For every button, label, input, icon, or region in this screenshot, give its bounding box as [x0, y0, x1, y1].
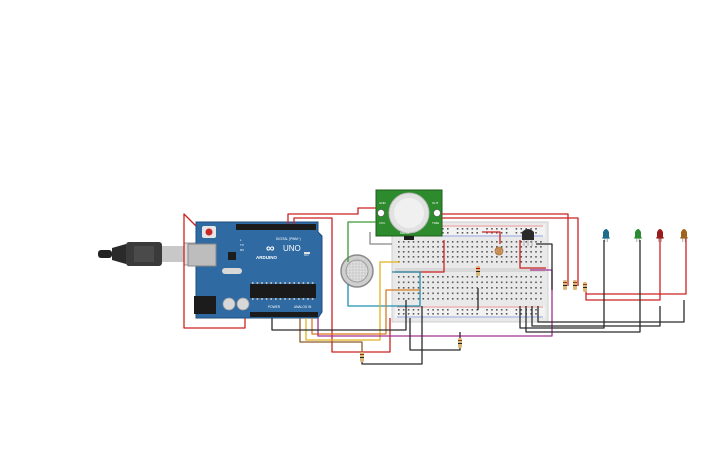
- wire-black[interactable]: [537, 300, 685, 323]
- resistor[interactable]: [563, 280, 567, 290]
- resistor[interactable]: [360, 352, 364, 362]
- wire-red[interactable]: [442, 217, 579, 286]
- rx-label: RX: [240, 248, 244, 252]
- led-red[interactable]: [656, 229, 664, 242]
- wire-gray[interactable]: [369, 232, 392, 245]
- wire-red[interactable]: [293, 217, 391, 353]
- wire-black[interactable]: [531, 306, 661, 327]
- usb-jack: [187, 243, 217, 267]
- arduino-uno-board[interactable]: ∞ UNO ARDUINO DIGITAL (PWM~) POWER ANALO…: [187, 221, 323, 319]
- wire-red[interactable]: [287, 207, 376, 224]
- pir-time-knob-icon[interactable]: [377, 209, 385, 217]
- tx-label: TX: [240, 243, 244, 247]
- crystal: [222, 268, 242, 274]
- wire-black[interactable]: [519, 240, 605, 329]
- power-jack: [194, 296, 216, 314]
- wires: [183, 207, 687, 365]
- resistor[interactable]: [583, 282, 587, 292]
- wire-black[interactable]: [361, 306, 423, 365]
- digital-label: DIGITAL (PWM~): [276, 237, 301, 241]
- capacitor: [222, 297, 236, 311]
- wire-black[interactable]: [536, 243, 553, 290]
- resistor[interactable]: [476, 266, 480, 276]
- digital-header: [236, 224, 316, 230]
- pir-delay-knob-icon[interactable]: [433, 209, 441, 217]
- gas-sensor-mesh-icon: [346, 260, 368, 282]
- atmega-chip: [250, 284, 316, 298]
- wire-red[interactable]: [519, 240, 546, 269]
- pir-sensor[interactable]: GND VCC OUT TIME DELAY: [375, 189, 443, 240]
- gas-sensor[interactable]: [340, 254, 374, 288]
- pir-time-label: TIME: [432, 221, 439, 225]
- wire-red[interactable]: [442, 213, 569, 286]
- usb-chip: [228, 252, 236, 260]
- resistor[interactable]: [573, 280, 577, 290]
- led-green[interactable]: [634, 229, 642, 242]
- arduino-logo-icon: ∞: [266, 241, 275, 255]
- pir-delay-label: DELAY: [400, 231, 410, 235]
- led-group: [602, 229, 688, 242]
- wire-red[interactable]: [586, 236, 687, 295]
- photoresistor[interactable]: [494, 246, 504, 256]
- reset-button-cap[interactable]: [205, 228, 213, 236]
- led-blue[interactable]: [602, 229, 610, 242]
- arduino-model-label: UNO: [283, 244, 301, 253]
- wire-red[interactable]: [183, 213, 246, 329]
- l-label: L: [240, 238, 242, 242]
- wire-black[interactable]: [409, 318, 461, 351]
- pir-out-label: OUT: [432, 201, 439, 205]
- on-led-icon: [304, 252, 310, 254]
- capacitor: [236, 297, 250, 311]
- pir-vcc-label: VCC: [379, 221, 386, 225]
- wire-orange[interactable]: [311, 289, 420, 335]
- power-analog-header: [250, 312, 318, 317]
- pir-pins: [404, 236, 414, 240]
- resistor[interactable]: [458, 338, 462, 348]
- arduino-brand-label: ARDUINO: [256, 255, 277, 260]
- wire-black[interactable]: [271, 300, 407, 331]
- analog-label: ANALOG IN: [294, 305, 312, 309]
- wire-teal[interactable]: [347, 271, 421, 307]
- wire-black[interactable]: [525, 240, 641, 333]
- temperature-sensor[interactable]: [522, 229, 534, 246]
- on-label: ON: [304, 253, 309, 257]
- resistors: [360, 266, 587, 362]
- pir-gnd-label: GND: [379, 201, 387, 205]
- power-label: POWER: [268, 305, 281, 309]
- wire-yellow[interactable]: [305, 261, 400, 341]
- wire-red[interactable]: [482, 231, 501, 244]
- led-yellow[interactable]: [680, 229, 688, 242]
- wire-green[interactable]: [347, 221, 376, 262]
- wire-red[interactable]: [585, 236, 661, 301]
- atmega-pins: [252, 282, 314, 300]
